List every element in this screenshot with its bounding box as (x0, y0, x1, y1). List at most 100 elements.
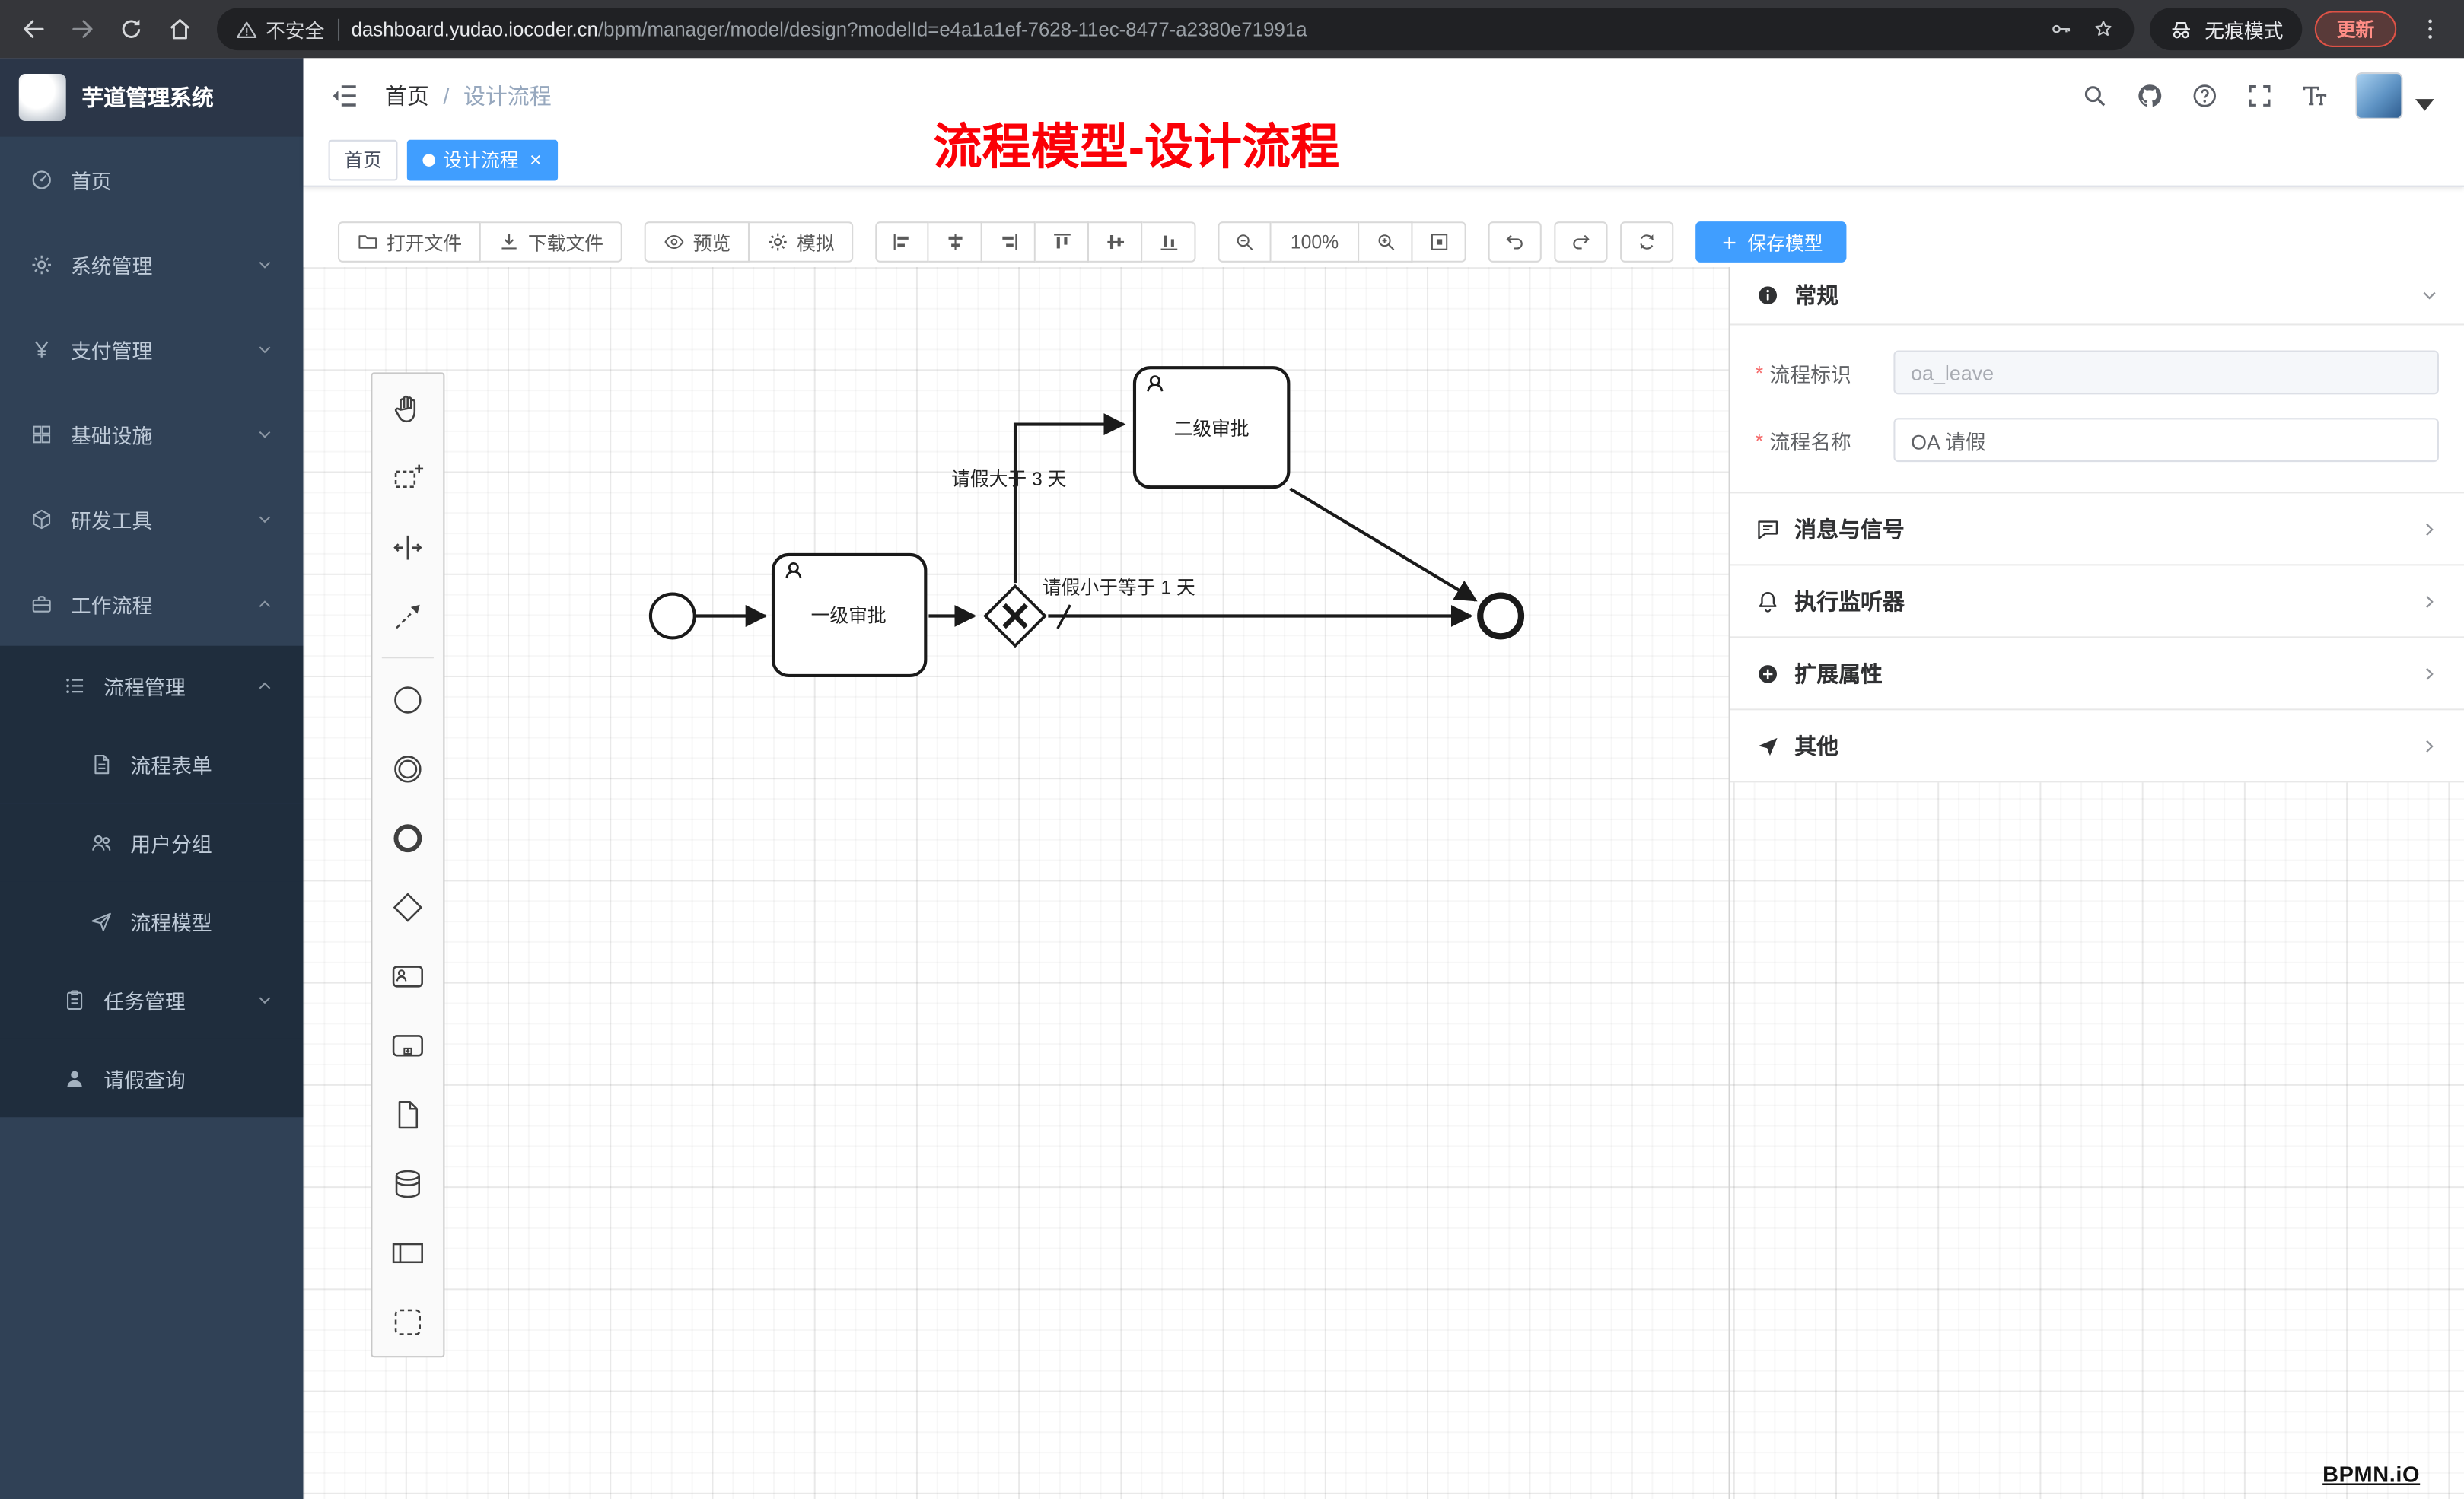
sidebar-collapse-button[interactable] (329, 80, 360, 111)
restart-button[interactable] (1620, 221, 1674, 263)
palette-create-subprocess[interactable] (372, 1010, 443, 1080)
user-icon (1147, 375, 1164, 392)
security-label: 不安全 (265, 20, 325, 43)
align-middle-button[interactable] (1089, 221, 1143, 263)
palette-create-data-store[interactable] (372, 1149, 443, 1218)
bpmn-canvas[interactable]: 请假大于 3 天 请假小于等于 1 天 一级审批 (303, 267, 2464, 1499)
redo-button[interactable] (1554, 221, 1608, 263)
exclusive-gateway-node[interactable] (983, 584, 1047, 648)
zoom-in-button[interactable] (1359, 221, 1413, 263)
panel-section-general[interactable]: 常规 (1730, 267, 2464, 326)
security-chip[interactable]: 不安全 (236, 14, 325, 44)
sidebar-item-user-group[interactable]: 用户分组 (0, 803, 304, 882)
flow-label-under-1-day[interactable]: 请假小于等于 1 天 (1043, 578, 1195, 599)
sequence-flow-gateway-to-task2[interactable] (1013, 413, 1126, 584)
palette-create-end-event[interactable] (372, 803, 443, 872)
palette-create-group[interactable] (372, 1287, 443, 1356)
paper-plane-icon (1756, 733, 1781, 758)
url-host: dashboard.yudao.iocoder.cn (351, 18, 598, 40)
palette-space-tool[interactable] (372, 512, 443, 581)
sidebar-item-process-form[interactable]: 流程表单 (0, 724, 304, 804)
save-model-button[interactable]: 保存模型 (1695, 221, 1847, 263)
app-logo[interactable]: 芋道管理系统 (0, 58, 304, 137)
reload-icon (118, 16, 145, 43)
help-icon[interactable] (2191, 81, 2219, 110)
align-center-icon (944, 231, 966, 253)
browser-update-button[interactable]: 更新 (2314, 11, 2397, 47)
zoom-out-button[interactable] (1218, 221, 1272, 263)
tab-design-process[interactable]: 设计流程 × (406, 138, 558, 180)
sequence-flow-task2-to-end[interactable] (1289, 487, 1478, 602)
sidebar-item-workflow[interactable]: 工作流程 (0, 561, 304, 646)
panel-section-extension-attributes[interactable]: 扩展属性 (1730, 638, 2464, 711)
clipboard-icon (63, 988, 87, 1011)
palette-create-user-task[interactable] (372, 941, 443, 1010)
palette-create-intermediate-event[interactable] (372, 734, 443, 803)
panel-section-other[interactable]: 其他 (1730, 710, 2464, 783)
sidebar-item-process-management[interactable]: 流程管理 (0, 645, 304, 724)
reset-zoom-button[interactable] (1412, 221, 1466, 263)
chevron-right-icon (2420, 664, 2439, 683)
palette-create-start-event[interactable] (372, 665, 443, 734)
search-icon[interactable] (2080, 81, 2109, 110)
box-icon (30, 507, 53, 530)
sidebar-item-process-model[interactable]: 流程模型 (0, 881, 304, 960)
tab-home[interactable]: 首页 (328, 138, 398, 180)
palette-create-data-object[interactable] (372, 1080, 443, 1149)
user-task-first-approval[interactable]: 一级审批 (771, 552, 928, 678)
sidebar-item-task-management[interactable]: 任务管理 (0, 960, 304, 1039)
end-event-node[interactable] (1477, 592, 1525, 640)
browser-back-button[interactable] (13, 8, 56, 50)
breadcrumb-home[interactable]: 首页 (384, 83, 429, 109)
sidebar-item-leave-query[interactable]: 请假查询 (0, 1038, 304, 1118)
preview-button[interactable]: 预览 (644, 221, 750, 263)
panel-section-message-signal[interactable]: 消息与信号 (1730, 493, 2464, 566)
sidebar: 芋道管理系统 首页 系统管理 支付管理 (0, 58, 304, 1499)
palette-create-participant[interactable] (372, 1217, 443, 1287)
align-bottom-button[interactable] (1142, 221, 1196, 263)
sidebar-item-payment-management[interactable]: 支付管理 (0, 307, 304, 392)
palette-create-exclusive-gateway[interactable] (372, 872, 443, 941)
bookmark-star-icon[interactable] (2092, 18, 2115, 41)
palette-global-connect-tool[interactable] (372, 581, 443, 651)
browser-menu-button[interactable] (2409, 8, 2452, 50)
process-name-input[interactable] (1893, 418, 2439, 463)
password-key-icon[interactable] (2049, 18, 2073, 41)
tab-close-icon[interactable]: × (529, 148, 542, 172)
browser-forward-button[interactable] (62, 8, 104, 50)
undo-button[interactable] (1488, 221, 1542, 263)
align-right-button[interactable] (982, 221, 1036, 263)
open-file-button[interactable]: 打开文件 (337, 221, 481, 263)
simulate-button[interactable]: 模拟 (750, 221, 854, 263)
flow-label-over-3-days[interactable]: 请假大于 3 天 (951, 469, 1066, 490)
required-mark: * (1755, 360, 1764, 384)
chevron-down-icon (256, 256, 274, 273)
address-bar[interactable]: 不安全 dashboard.yudao.iocoder.cn/bpm/manag… (216, 8, 2135, 51)
browser-home-button[interactable] (159, 8, 202, 50)
palette-hand-tool[interactable] (372, 374, 443, 443)
align-left-button[interactable] (875, 221, 929, 263)
align-top-button[interactable] (1035, 221, 1090, 263)
page-url: dashboard.yudao.iocoder.cn/bpm/manager/m… (352, 18, 2037, 40)
undo-icon (1504, 231, 1526, 253)
fullscreen-icon[interactable] (2246, 81, 2274, 110)
sidebar-item-home[interactable]: 首页 (0, 137, 304, 222)
palette-lasso-tool[interactable] (372, 443, 443, 512)
start-event-node[interactable] (648, 592, 696, 640)
sidebar-item-system-management[interactable]: 系统管理 (0, 221, 304, 307)
align-center-button[interactable] (928, 221, 982, 263)
panel-section-execution-listener[interactable]: 执行监听器 (1730, 565, 2464, 638)
process-key-input[interactable] (1893, 350, 2439, 395)
bpmn-io-logo[interactable]: BPMN.iO (2322, 1461, 2421, 1487)
browser-reload-button[interactable] (110, 8, 153, 50)
user-menu[interactable] (2355, 72, 2439, 119)
align-bottom-icon (1157, 231, 1179, 253)
avatar[interactable] (2355, 72, 2403, 119)
dashboard-icon (30, 167, 53, 191)
font-size-icon[interactable] (2300, 81, 2329, 110)
sidebar-item-infrastructure[interactable]: 基础设施 (0, 391, 304, 476)
download-file-button[interactable]: 下载文件 (480, 221, 622, 263)
github-icon[interactable] (2135, 81, 2163, 110)
sidebar-item-dev-tools[interactable]: 研发工具 (0, 476, 304, 562)
user-task-second-approval[interactable]: 二级审批 (1132, 366, 1291, 489)
